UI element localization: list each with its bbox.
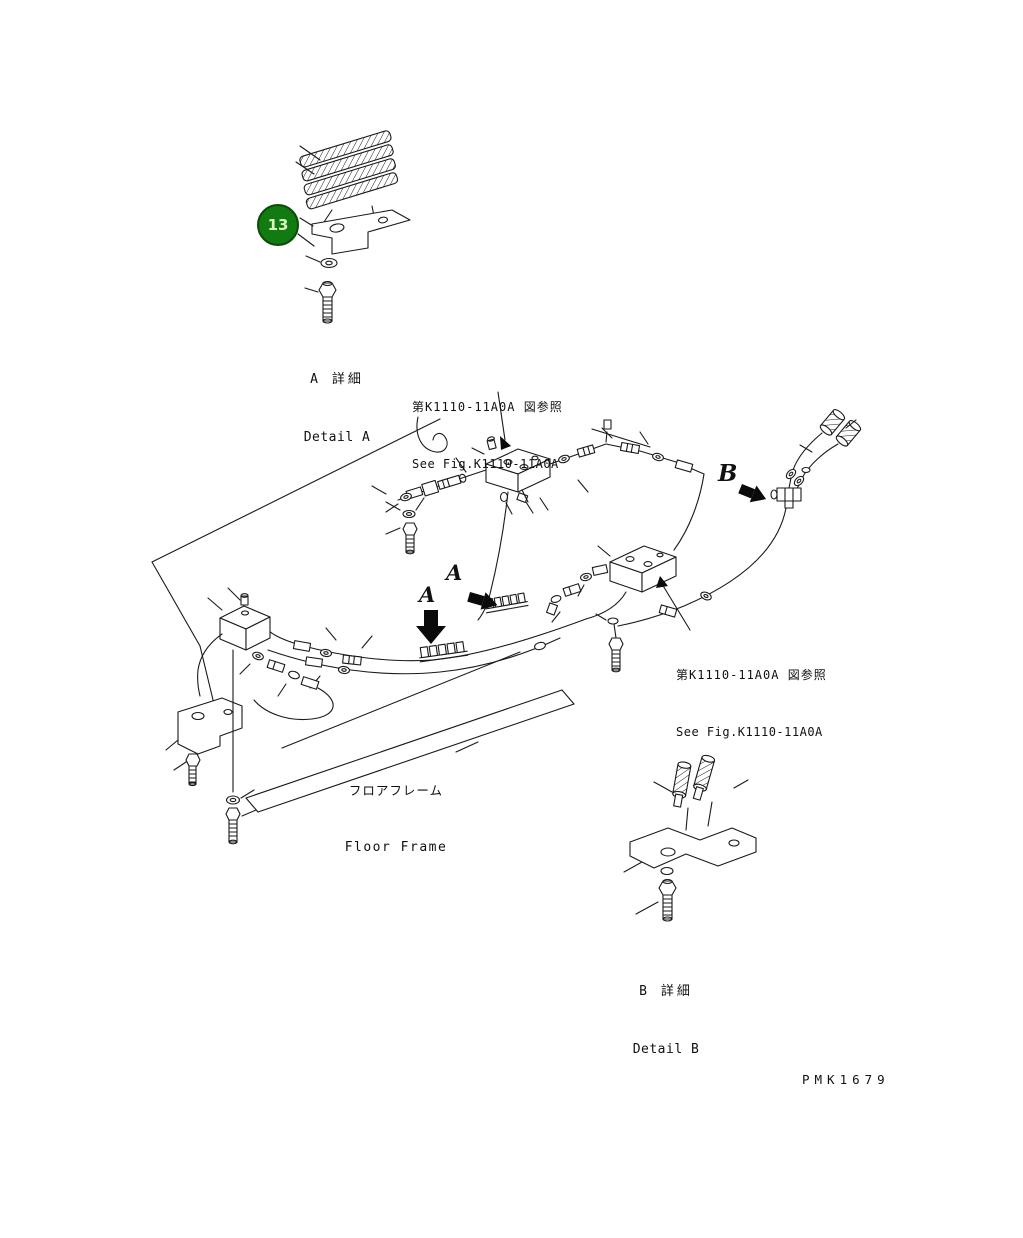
ref-note-right: 第K1110-11A0A 図参照 See Fig.K1110-11A0A (676, 626, 866, 782)
bolt-mid (385, 501, 418, 555)
detail-a-label-en: Detail A (303, 430, 371, 446)
floor-frame-label-jp: フロアフレーム (348, 782, 444, 798)
detail-b-label-en: Detail B (632, 1042, 700, 1058)
detail-a-caption: A 詳細 Detail A (272, 330, 402, 489)
tube-run-bottom (267, 491, 627, 689)
detail-b-assembly (623, 754, 757, 922)
floor-frame-caption: フロアフレーム Floor Frame (336, 741, 456, 899)
ref-note-right-jp: 第K1110-11A0A 図参照 (676, 667, 827, 682)
part-number: 13 (267, 216, 289, 234)
tube-run-right (549, 419, 705, 551)
detail-b-caption: B 詳細 Detail B (606, 942, 726, 1101)
tube-clamp-lower (419, 641, 469, 663)
tube-run-left-lower (197, 633, 334, 721)
ref-note-top-en: See Fig.K1110-11A0A (412, 456, 559, 471)
floor-frame-label-en: Floor Frame (344, 840, 448, 856)
section-arrow-a-right (467, 592, 498, 610)
detail-a-assembly (295, 130, 411, 324)
drop-bolt-left (225, 649, 257, 845)
detail-b-label-jp: B 詳細 (639, 983, 693, 999)
ref-right-arrow (656, 576, 691, 631)
floor-frame-outline (151, 416, 651, 813)
valve-block-right (545, 545, 677, 623)
section-marker-a-upper: A (446, 560, 463, 585)
tube-run-left (385, 457, 487, 513)
section-marker-a-lower: A (419, 582, 436, 607)
section-marker-b: B (718, 460, 738, 487)
valve-block-left (207, 587, 271, 651)
part-number-badge[interactable]: 13 (257, 204, 299, 246)
ref-note-top: 第K1110-11A0A 図参照 See Fig.K1110-11A0A (412, 358, 602, 514)
callout-leaders (371, 479, 589, 511)
doc-code: PMK1679 (802, 1072, 890, 1087)
section-arrow-b (738, 484, 767, 503)
ref-note-top-jp: 第K1110-11A0A 図参照 (412, 399, 563, 414)
hose-pair-right (770, 409, 862, 509)
valve-block-top (471, 436, 551, 515)
section-arrow-a-down (416, 610, 446, 644)
ref-top-arrow (497, 391, 511, 450)
mount-bracket-left (165, 697, 243, 787)
hose-curve-right (617, 507, 787, 627)
detail-a-label-jp: A 詳細 (310, 371, 364, 387)
tube-clamp-upper (485, 592, 529, 614)
ref-note-right-en: See Fig.K1110-11A0A (676, 724, 823, 739)
